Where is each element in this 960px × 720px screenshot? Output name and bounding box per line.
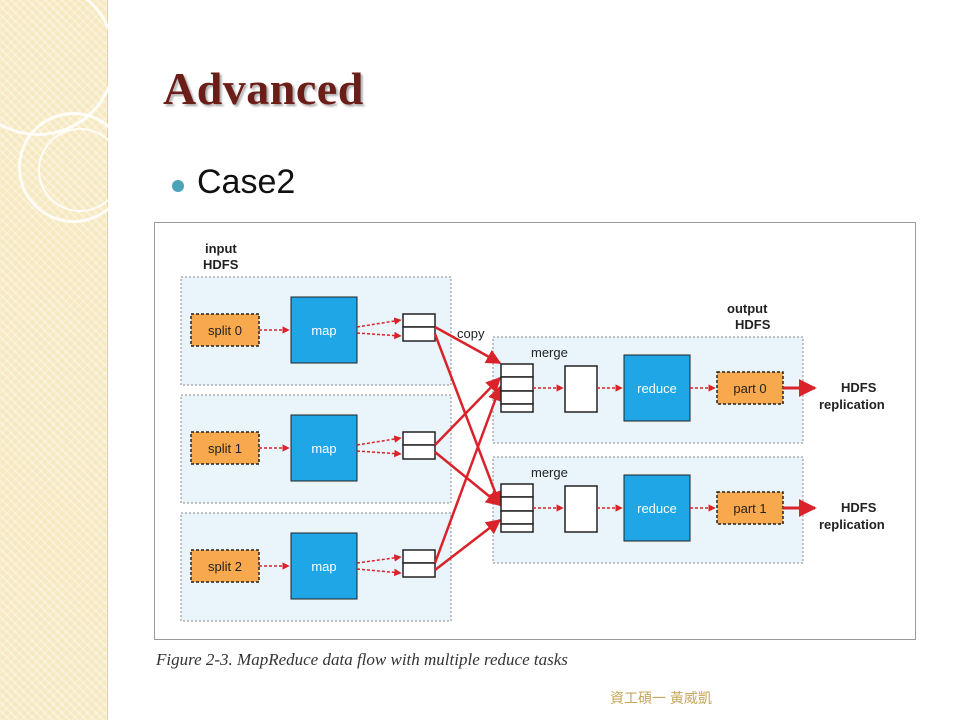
sort-buffer-bottom: [402, 326, 436, 342]
input-hdfs-label: HDFS: [203, 257, 239, 272]
copy-arrow: [434, 325, 502, 365]
copy-arrow: [434, 519, 502, 571]
slide-footer: 資工碩一 黃威凱: [610, 690, 712, 706]
merge-label-1: merge: [531, 465, 568, 480]
split-label-1: split 1: [208, 441, 242, 456]
output-label: output: [727, 301, 768, 316]
split-label-0: split 0: [208, 323, 242, 338]
map-label-0: map: [311, 323, 336, 338]
map-box-1: [290, 414, 358, 482]
flow-arrow: [356, 554, 402, 564]
copy-arrow: [433, 385, 503, 564]
merged-file-0: [564, 365, 598, 413]
sort-buffer-bottom: [402, 444, 436, 460]
merge-label-0: merge: [531, 345, 568, 360]
merge-buffer-0c: [500, 390, 534, 405]
map-box-2: [290, 532, 358, 600]
replication-label-1: replication: [819, 517, 885, 532]
map-label-2: map: [311, 559, 336, 574]
copy-label: copy: [457, 326, 485, 341]
flow-arrow: [356, 435, 402, 446]
split-label-2: split 2: [208, 559, 242, 574]
merge-buffer-1a: [500, 483, 534, 498]
merge-buffer-1b: [500, 496, 534, 512]
split-box-0: [190, 313, 260, 347]
merge-buffer-0a: [500, 363, 534, 378]
merge-buffer-1d: [500, 523, 534, 533]
split-box-1: [190, 431, 260, 465]
bullet-icon: [172, 180, 184, 192]
decorative-ring: [18, 112, 129, 223]
flow-arrow: [356, 331, 402, 340]
hdfs-label-0: HDFS: [841, 380, 877, 395]
decorative-ring: [38, 128, 122, 212]
input-label: input: [205, 241, 237, 256]
replication-label-0: replication: [819, 397, 885, 412]
copy-arrow: [433, 333, 503, 507]
sort-buffer-top: [402, 431, 436, 446]
sort-buffer-top: [402, 549, 436, 564]
figure-caption: Figure 2-3. MapReduce data flow with mul…: [156, 650, 568, 669]
merge-buffer-0b: [500, 376, 534, 392]
part-box-1: [716, 491, 784, 525]
flow-arrow: [356, 449, 402, 458]
decorative-sidebar: [0, 0, 129, 720]
merge-buffer-0d: [500, 403, 534, 413]
bullet-text: Case2: [197, 163, 296, 201]
flow-arrow: [356, 317, 402, 328]
reduce-box-1: [623, 474, 691, 542]
part-label-0: part 0: [733, 381, 766, 396]
flow-arrow: [356, 568, 402, 577]
reduce-box-0: [623, 354, 691, 422]
split-box-2: [190, 549, 260, 583]
mapreduce-figure: input HDFS output HDFS sort copy split 0…: [154, 222, 916, 640]
hdfs-label-1: HDFS: [841, 500, 877, 515]
reduce-label-0: reduce: [637, 381, 677, 396]
sort-buffer-bottom: [402, 562, 436, 578]
map-label-1: map: [311, 441, 336, 456]
part-label-1: part 1: [733, 501, 766, 516]
merge-buffer-1c: [500, 510, 534, 525]
sort-buffer-top: [402, 313, 436, 328]
mapreduce-diagram: input HDFS output HDFS sort copy split 0…: [180, 241, 885, 622]
output-hdfs-label: HDFS: [735, 317, 771, 332]
map-box-0: [290, 296, 358, 364]
reduce-label-1: reduce: [637, 501, 677, 516]
slide-title: Advanced: [163, 63, 364, 114]
merged-file-1: [564, 485, 598, 533]
